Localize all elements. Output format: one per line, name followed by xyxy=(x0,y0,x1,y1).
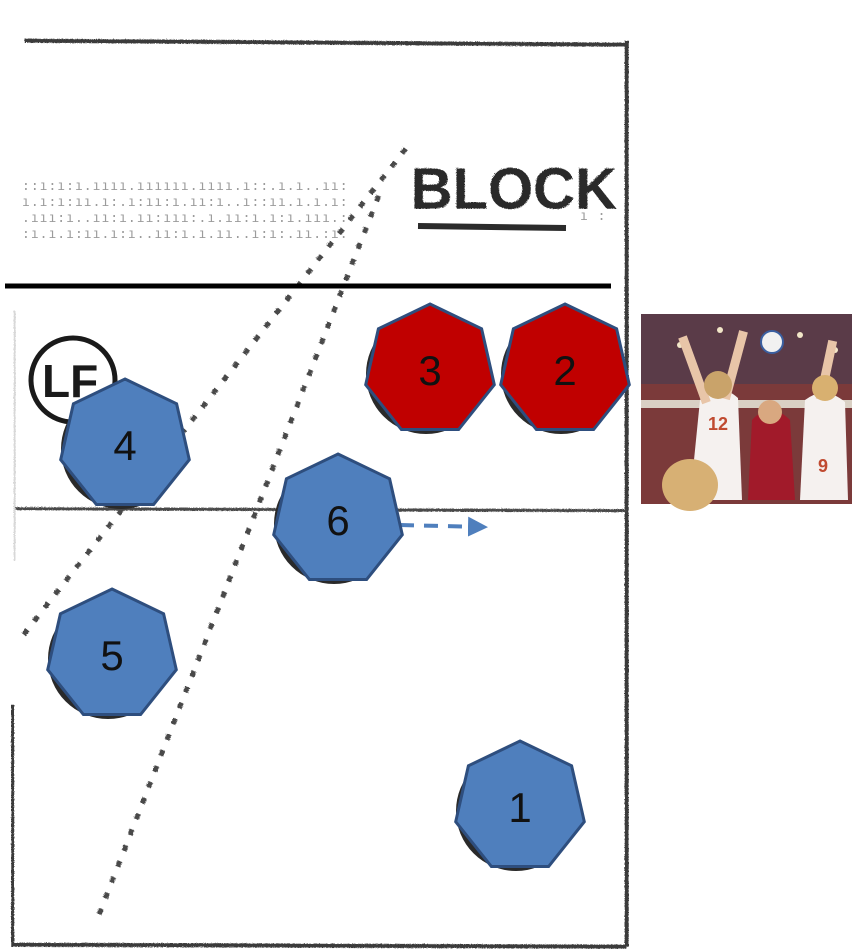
svg-text:::ı:ı:ı.ıııı.ıııııı.ıııı.ı::.ı: ::ı:ı:ı.ıııı.ıııııı.ıııı.ı::.ı.ı..ıı: xyxy=(22,179,349,194)
block-underline xyxy=(418,226,566,228)
player-6: 6 xyxy=(274,454,403,584)
svg-text:12: 12 xyxy=(708,414,728,434)
svg-text:ı.ı:ı:ıı.ı:.ı:ıı:ı.ıı:ı..ı::ıı: ı.ı:ı:ıı.ı:.ı:ıı:ı.ıı:ı..ı::ıı.ı.ı.ı: xyxy=(22,195,349,210)
player-2: 2 xyxy=(501,304,630,434)
player-number: 4 xyxy=(113,422,136,469)
court-bottom-line xyxy=(12,944,626,946)
svg-text:.ııı:ı..ıı:ı.ıı:ııı:.ı.ıı:ı.ı:: .ııı:ı..ıı:ı.ıı:ııı:.ı.ıı:ı.ı:ı.ııı.: xyxy=(22,211,349,226)
players: 1 2 3 4 5 6 xyxy=(48,304,630,871)
block-heading: BLOCK xyxy=(410,156,616,221)
court-top-line xyxy=(24,40,628,44)
player-number: 2 xyxy=(553,347,576,394)
player-number: 5 xyxy=(100,632,123,679)
player-number: 6 xyxy=(326,497,349,544)
player-1: 1 xyxy=(456,741,585,871)
player-number: 3 xyxy=(418,347,441,394)
movement-arrow xyxy=(400,525,484,527)
player-3: 3 xyxy=(366,304,495,434)
volleyball-block-photo-icon: 12 9 xyxy=(641,314,852,511)
svg-text:9: 9 xyxy=(818,456,828,476)
ball-icon xyxy=(761,331,783,353)
player-number: 1 xyxy=(508,784,531,831)
svg-text::ı.ı.ı:ıı.ı:ı..ıı:ı.ı.ıı..ı:ı:: :ı.ı.ı:ıı.ı:ı..ıı:ı.ı.ıı..ı:ı:.ıı.:ı. xyxy=(22,227,349,242)
player-5: 5 xyxy=(48,589,177,719)
